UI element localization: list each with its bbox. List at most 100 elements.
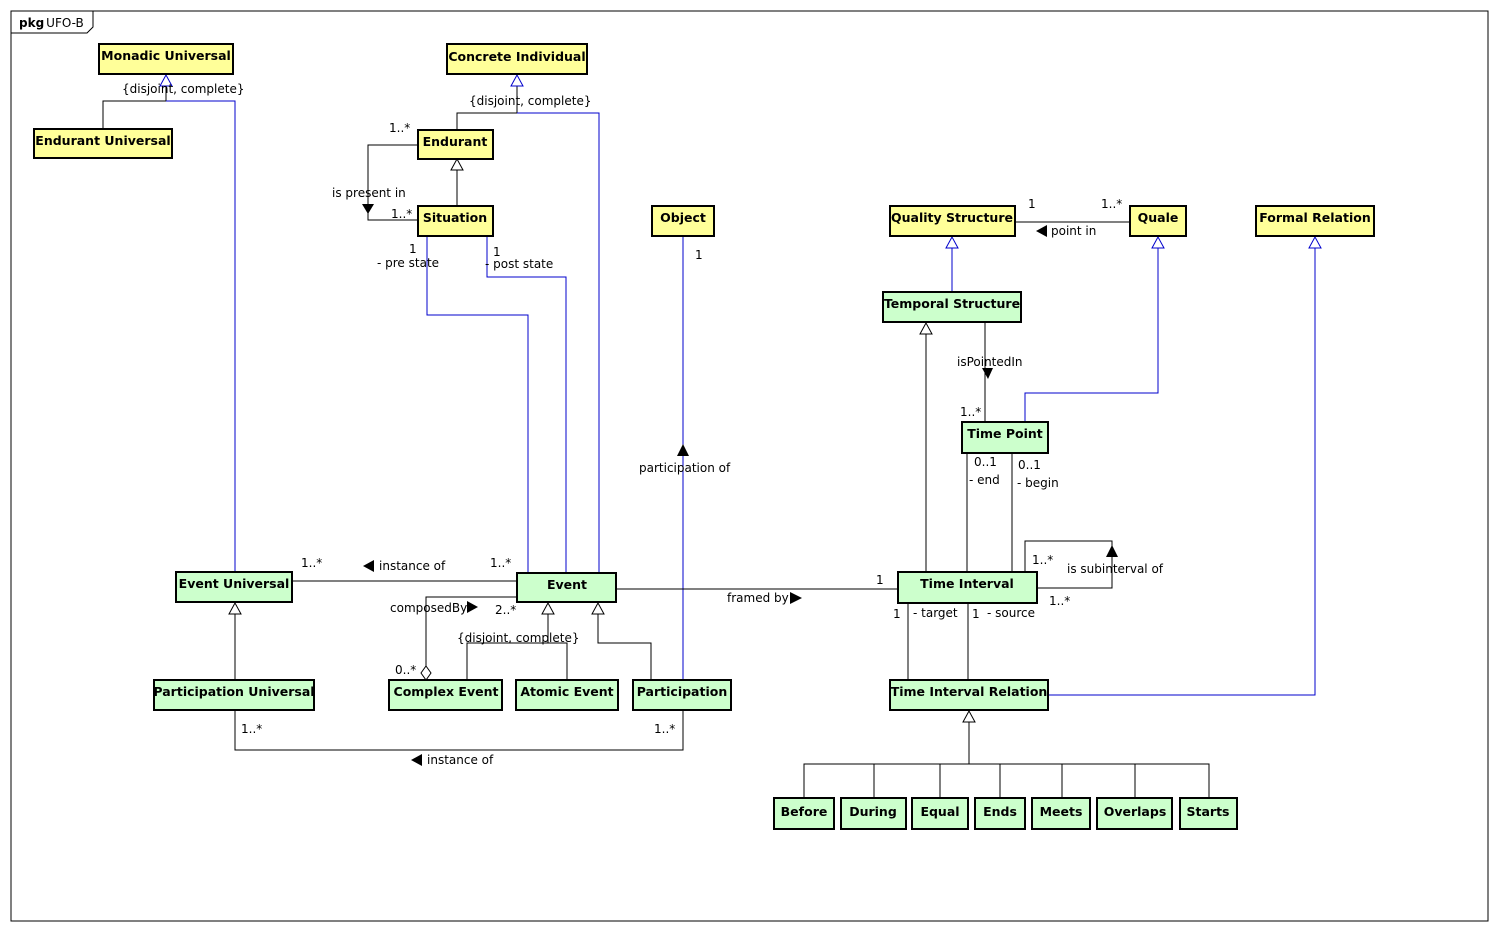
class-starts[interactable] bbox=[1179, 797, 1238, 830]
class-formal-relation[interactable] bbox=[1255, 205, 1375, 237]
role-source: - source bbox=[987, 606, 1035, 620]
class-name-concrete-individual: Concrete Individual bbox=[448, 49, 585, 64]
class-meets[interactable] bbox=[1031, 797, 1091, 830]
class-name-during: During bbox=[849, 804, 897, 819]
class-name-formal-relation: Formal Relation bbox=[1259, 210, 1370, 225]
package-tab bbox=[11, 11, 94, 34]
class-name-complex-event: Complex Event bbox=[394, 684, 499, 699]
class-name-situation: Situation bbox=[423, 210, 487, 225]
class-participation-universal[interactable] bbox=[153, 679, 315, 711]
assoc-composed-by bbox=[425, 596, 517, 666]
gen-arrow-event-1 bbox=[541, 601, 555, 615]
assoc-is-present-in bbox=[367, 144, 418, 221]
class-name-endurant-universal: Endurant Universal bbox=[35, 133, 170, 148]
role-end: - end bbox=[969, 473, 1000, 487]
arrow-is-present-in bbox=[362, 204, 374, 214]
label-instance-of-2: instance of bbox=[427, 753, 494, 767]
aggregation-diamond bbox=[420, 665, 432, 681]
gen-relation-bus bbox=[803, 763, 1210, 798]
gen-arrow-temporal-structure bbox=[919, 321, 933, 335]
mult-time-interval: 1 bbox=[876, 573, 884, 587]
class-time-point[interactable] bbox=[961, 421, 1049, 454]
mult-subinterval-1: 1..* bbox=[1032, 553, 1053, 567]
arrow-instance-of-2 bbox=[411, 754, 422, 766]
class-time-interval[interactable] bbox=[897, 571, 1038, 604]
label-is-subinterval-of: is subinterval of bbox=[1067, 562, 1164, 576]
class-atomic-event[interactable] bbox=[515, 679, 619, 711]
class-time-interval-relation[interactable] bbox=[889, 679, 1049, 711]
mult-time-point: 1..* bbox=[960, 405, 981, 419]
class-name-equal: Equal bbox=[920, 804, 959, 819]
class-temporal-structure[interactable] bbox=[882, 291, 1022, 323]
label-disjoint-complete-2: {disjoint, complete} bbox=[469, 94, 591, 108]
mult-event: 1..* bbox=[490, 556, 511, 570]
arrow-framed-by bbox=[790, 592, 802, 604]
role-begin: - begin bbox=[1017, 476, 1059, 490]
class-endurant-universal[interactable] bbox=[33, 128, 173, 159]
label-participation-of: participation of bbox=[639, 461, 731, 475]
class-quality-structure[interactable] bbox=[889, 205, 1016, 237]
class-complex-event[interactable] bbox=[388, 679, 503, 711]
mult-end: 0..1 bbox=[974, 455, 997, 469]
class-quale[interactable] bbox=[1129, 205, 1187, 237]
class-name-participation-universal: Participation Universal bbox=[153, 684, 314, 699]
class-name-before: Before bbox=[781, 804, 828, 819]
mult-target: 1 bbox=[893, 607, 901, 621]
assoc-post-state bbox=[486, 236, 567, 573]
class-concrete-individual[interactable] bbox=[446, 43, 588, 75]
label-framed-by: framed by bbox=[727, 591, 789, 605]
gen-relation-branches bbox=[873, 764, 1136, 798]
package-frame bbox=[10, 10, 1489, 922]
mult-composed-2: 2..* bbox=[495, 603, 516, 617]
mult-post-state: 1 bbox=[493, 245, 501, 259]
class-ends[interactable] bbox=[974, 797, 1026, 830]
gen-arrow-monadic bbox=[159, 73, 173, 87]
assoc-instance-of-participation bbox=[234, 710, 684, 751]
class-name-monadic-universal: Monadic Universal bbox=[101, 48, 231, 63]
arrow-point-in bbox=[1036, 225, 1047, 237]
gen-endurant bbox=[456, 75, 518, 130]
label-point-in: point in bbox=[1051, 224, 1096, 238]
class-participation[interactable] bbox=[632, 679, 732, 711]
class-before[interactable] bbox=[773, 797, 835, 830]
class-endurant[interactable] bbox=[417, 129, 494, 160]
class-situation[interactable] bbox=[417, 205, 494, 237]
class-name-time-interval-relation: Time Interval Relation bbox=[891, 684, 1048, 699]
mult-source: 1 bbox=[972, 607, 980, 621]
class-name-quality-structure: Quality Structure bbox=[891, 210, 1013, 225]
class-name-endurant: Endurant bbox=[423, 134, 488, 149]
gen-event-universal bbox=[166, 100, 236, 574]
role-post-state: - post state bbox=[485, 257, 553, 271]
class-name-event: Event bbox=[547, 577, 587, 592]
mult-situation: 1..* bbox=[391, 207, 412, 221]
mult-composed-0: 0..* bbox=[395, 663, 416, 677]
gen-arrow-quale bbox=[1151, 235, 1165, 249]
mult-participation-universal: 1..* bbox=[241, 722, 262, 736]
class-name-overlaps: Overlaps bbox=[1104, 804, 1167, 819]
assoc-is-subinterval-of bbox=[1024, 540, 1113, 589]
class-event[interactable] bbox=[516, 572, 617, 603]
arrow-is-pointed-in bbox=[982, 368, 993, 379]
class-monadic-universal[interactable] bbox=[98, 43, 234, 75]
class-event-universal[interactable] bbox=[175, 571, 293, 603]
mult-pre-state: 1 bbox=[409, 242, 417, 256]
class-name-quale: Quale bbox=[1138, 210, 1179, 225]
mult-subinterval-2: 1..* bbox=[1049, 594, 1070, 608]
mult-begin: 0..1 bbox=[1018, 458, 1041, 472]
gen-arrow-event-universal bbox=[228, 601, 242, 615]
class-name-event-universal: Event Universal bbox=[179, 576, 290, 591]
class-equal[interactable] bbox=[911, 797, 969, 830]
gen-event bbox=[517, 112, 600, 573]
class-object[interactable] bbox=[651, 205, 715, 237]
arrow-composed-by bbox=[467, 601, 478, 613]
gen-arrow-formal-relation bbox=[1308, 235, 1322, 249]
mult-quality-structure: 1 bbox=[1028, 197, 1036, 211]
class-during[interactable] bbox=[840, 797, 907, 830]
mult-event-universal: 1..* bbox=[301, 556, 322, 570]
class-overlaps[interactable] bbox=[1096, 797, 1173, 830]
role-target: - target bbox=[913, 606, 958, 620]
class-name-time-interval: Time Interval bbox=[920, 576, 1014, 591]
arrow-participation-of bbox=[677, 444, 689, 456]
assoc-pre-state bbox=[426, 236, 529, 573]
class-name-object: Object bbox=[660, 210, 706, 225]
